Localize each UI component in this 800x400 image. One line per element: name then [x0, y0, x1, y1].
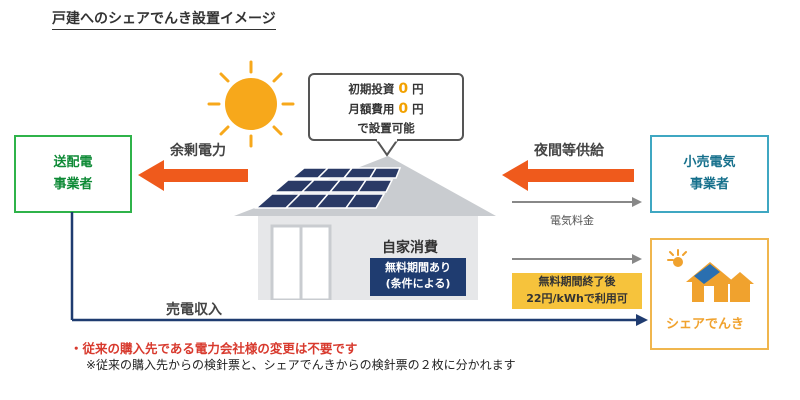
callout-tail [376, 139, 400, 157]
callout-initial-unit: 円 [412, 82, 424, 96]
sales-income-flow [70, 212, 648, 326]
electricity-fee-label: 電気料金 [550, 214, 594, 227]
note-no-change: ・従来の購入先である電力会社様の変更は不要です [70, 341, 358, 356]
solar-panel-icon [254, 167, 402, 209]
callout-installable: で設置可能 [357, 120, 415, 135]
share-denki-logo-text: シェアでんき [666, 317, 745, 332]
share-supply-arrow [512, 254, 642, 264]
night-supply-arrow [502, 160, 634, 191]
callout-monthly-label: 月額費用 [348, 102, 395, 117]
night-supply-label: 夜間等供給 [534, 143, 604, 159]
surplus-power-label: 余剰電力 [170, 143, 226, 159]
callout-monthly-value: 0 [398, 101, 409, 118]
transmission-operator-box: 送配電 事業者 [14, 135, 132, 213]
share-denki-logo-icon [667, 249, 754, 302]
free-period-condition: (条件による) [385, 276, 451, 290]
cost-callout: 初期投資 0 円 月額費用 0 円 で設置可能 [308, 73, 464, 141]
sales-income-label: 売電収入 [166, 302, 222, 318]
fee-arrow [512, 197, 642, 207]
transmission-operator-line1: 送配電 [53, 154, 93, 170]
note-meter-reading: ※従来の購入先からの検針票と、シェアでんきからの検針票の２枚に分かれます [86, 358, 516, 372]
self-consumption-label: 自家消費 [382, 240, 438, 256]
after-free-period-price: 22円/kWhで利用可 [526, 291, 628, 305]
free-period-text: 無料期間あり [385, 261, 451, 274]
callout-initial-label: 初期投資 [348, 82, 395, 96]
callout-monthly-unit: 円 [412, 102, 424, 117]
page-title: 戸建へのシェアでんき設置イメージ [52, 8, 276, 30]
after-free-period-badge: 無料期間終了後 22円/kWhで利用可 [512, 273, 642, 309]
after-free-period-line1: 無料期間終了後 [538, 275, 616, 288]
sun-icon [207, 60, 295, 148]
surplus-arrow [138, 160, 248, 191]
callout-initial-value: 0 [398, 81, 409, 97]
transmission-operator-line2: 事業者 [53, 177, 93, 192]
free-period-badge: 無料期間あり (条件による) [370, 258, 466, 296]
retail-electricity-line1: 小売電気 [683, 154, 736, 170]
retail-electricity-box: 小売電気 事業者 [650, 135, 769, 213]
retail-electricity-line2: 事業者 [689, 177, 729, 192]
